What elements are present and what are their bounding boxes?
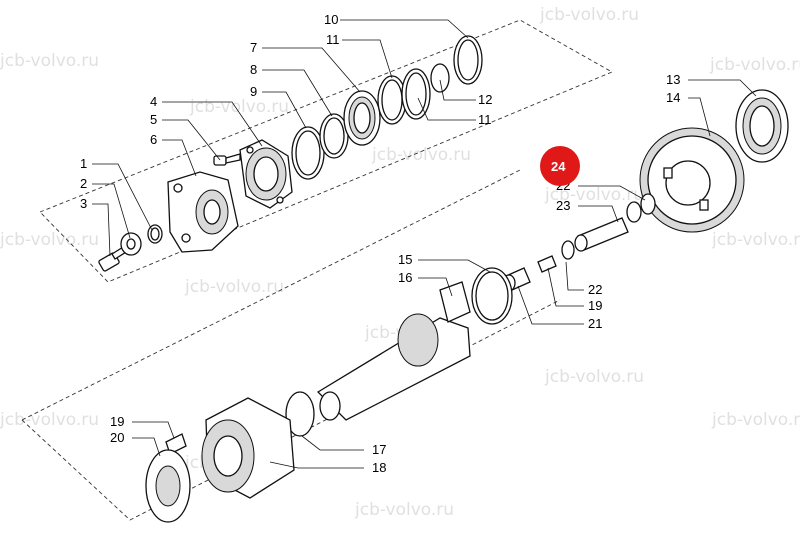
watermark: jcb-volvo.ru [184, 277, 284, 297]
callout-20: 20 [110, 430, 124, 445]
callout-17: 17 [372, 442, 386, 457]
spring-19 [537, 255, 557, 273]
flange-4 [239, 139, 293, 209]
callout-11-top: 11 [326, 32, 340, 47]
callout-23: 23 [556, 198, 570, 213]
watermark: jcb-volvo.ru [0, 51, 99, 71]
callout-19: 19 [588, 298, 602, 313]
callout-19-lower: 19 [110, 414, 124, 429]
watermark: jcb-volvo.ru [539, 5, 639, 25]
callout-2: 2 [80, 176, 87, 191]
callout-8: 8 [250, 62, 257, 77]
callout-16: 16 [398, 270, 412, 285]
watermark: jcb-volvo.ru [0, 410, 99, 430]
callout-14: 14 [666, 90, 680, 105]
ring-22-low [561, 240, 575, 260]
callout-13: 13 [666, 72, 680, 87]
watermark: jcb-volvo.ru [189, 97, 289, 117]
gear-14 [639, 127, 745, 233]
highlight-badge-24[interactable]: 24 [540, 146, 580, 186]
callout-5: 5 [150, 112, 157, 127]
watermark: jcb-volvo.ru [711, 410, 800, 430]
callout-9: 9 [250, 84, 257, 99]
callout-3: 3 [80, 196, 87, 211]
highlight-badge-label: 24 [551, 159, 566, 174]
callout-6: 6 [150, 132, 157, 147]
yoke-6 [167, 171, 239, 253]
gear-housing-18 [201, 397, 295, 499]
watermark: jcb-volvo.ru [544, 185, 644, 205]
pin-23 [574, 217, 629, 252]
shaft-16 [316, 281, 471, 421]
callout-12: 12 [478, 92, 492, 107]
leader-lines [92, 19, 757, 469]
callout-7: 7 [250, 40, 257, 55]
circlip-12 [430, 63, 450, 93]
bearing-13 [735, 89, 789, 163]
callout-18: 18 [372, 460, 386, 475]
watermark: jcb-volvo.ru [711, 230, 800, 250]
watermark: jcb-volvo.ru [371, 145, 471, 165]
watermark: jcb-volvo.ru [544, 367, 644, 387]
callout-22-low: 22 [588, 282, 602, 297]
callout-15: 15 [398, 252, 412, 267]
callout-labels: 1 2 3 4 5 6 7 8 9 10 11 12 11 13 14 15 1… [80, 12, 680, 475]
bearing-7 [343, 90, 381, 146]
ring-22-top [640, 193, 656, 215]
callout-21: 21 [588, 316, 602, 331]
watermark: jcb-volvo.ru [709, 55, 800, 75]
assembly-boundary [39, 19, 614, 283]
disc-20 [145, 449, 191, 523]
callout-4: 4 [150, 94, 157, 109]
watermark: jcb-volvo.ru [354, 500, 454, 520]
callout-1: 1 [80, 156, 87, 171]
ring-22-mid [626, 201, 642, 223]
watermark: jcb-volvo.ru [0, 230, 99, 250]
bolt-5 [213, 153, 241, 166]
highlight-badge-circle [540, 146, 580, 186]
o-ring-17 [285, 391, 315, 437]
callout-11-bottom: 11 [478, 112, 492, 127]
callout-10: 10 [324, 12, 338, 27]
